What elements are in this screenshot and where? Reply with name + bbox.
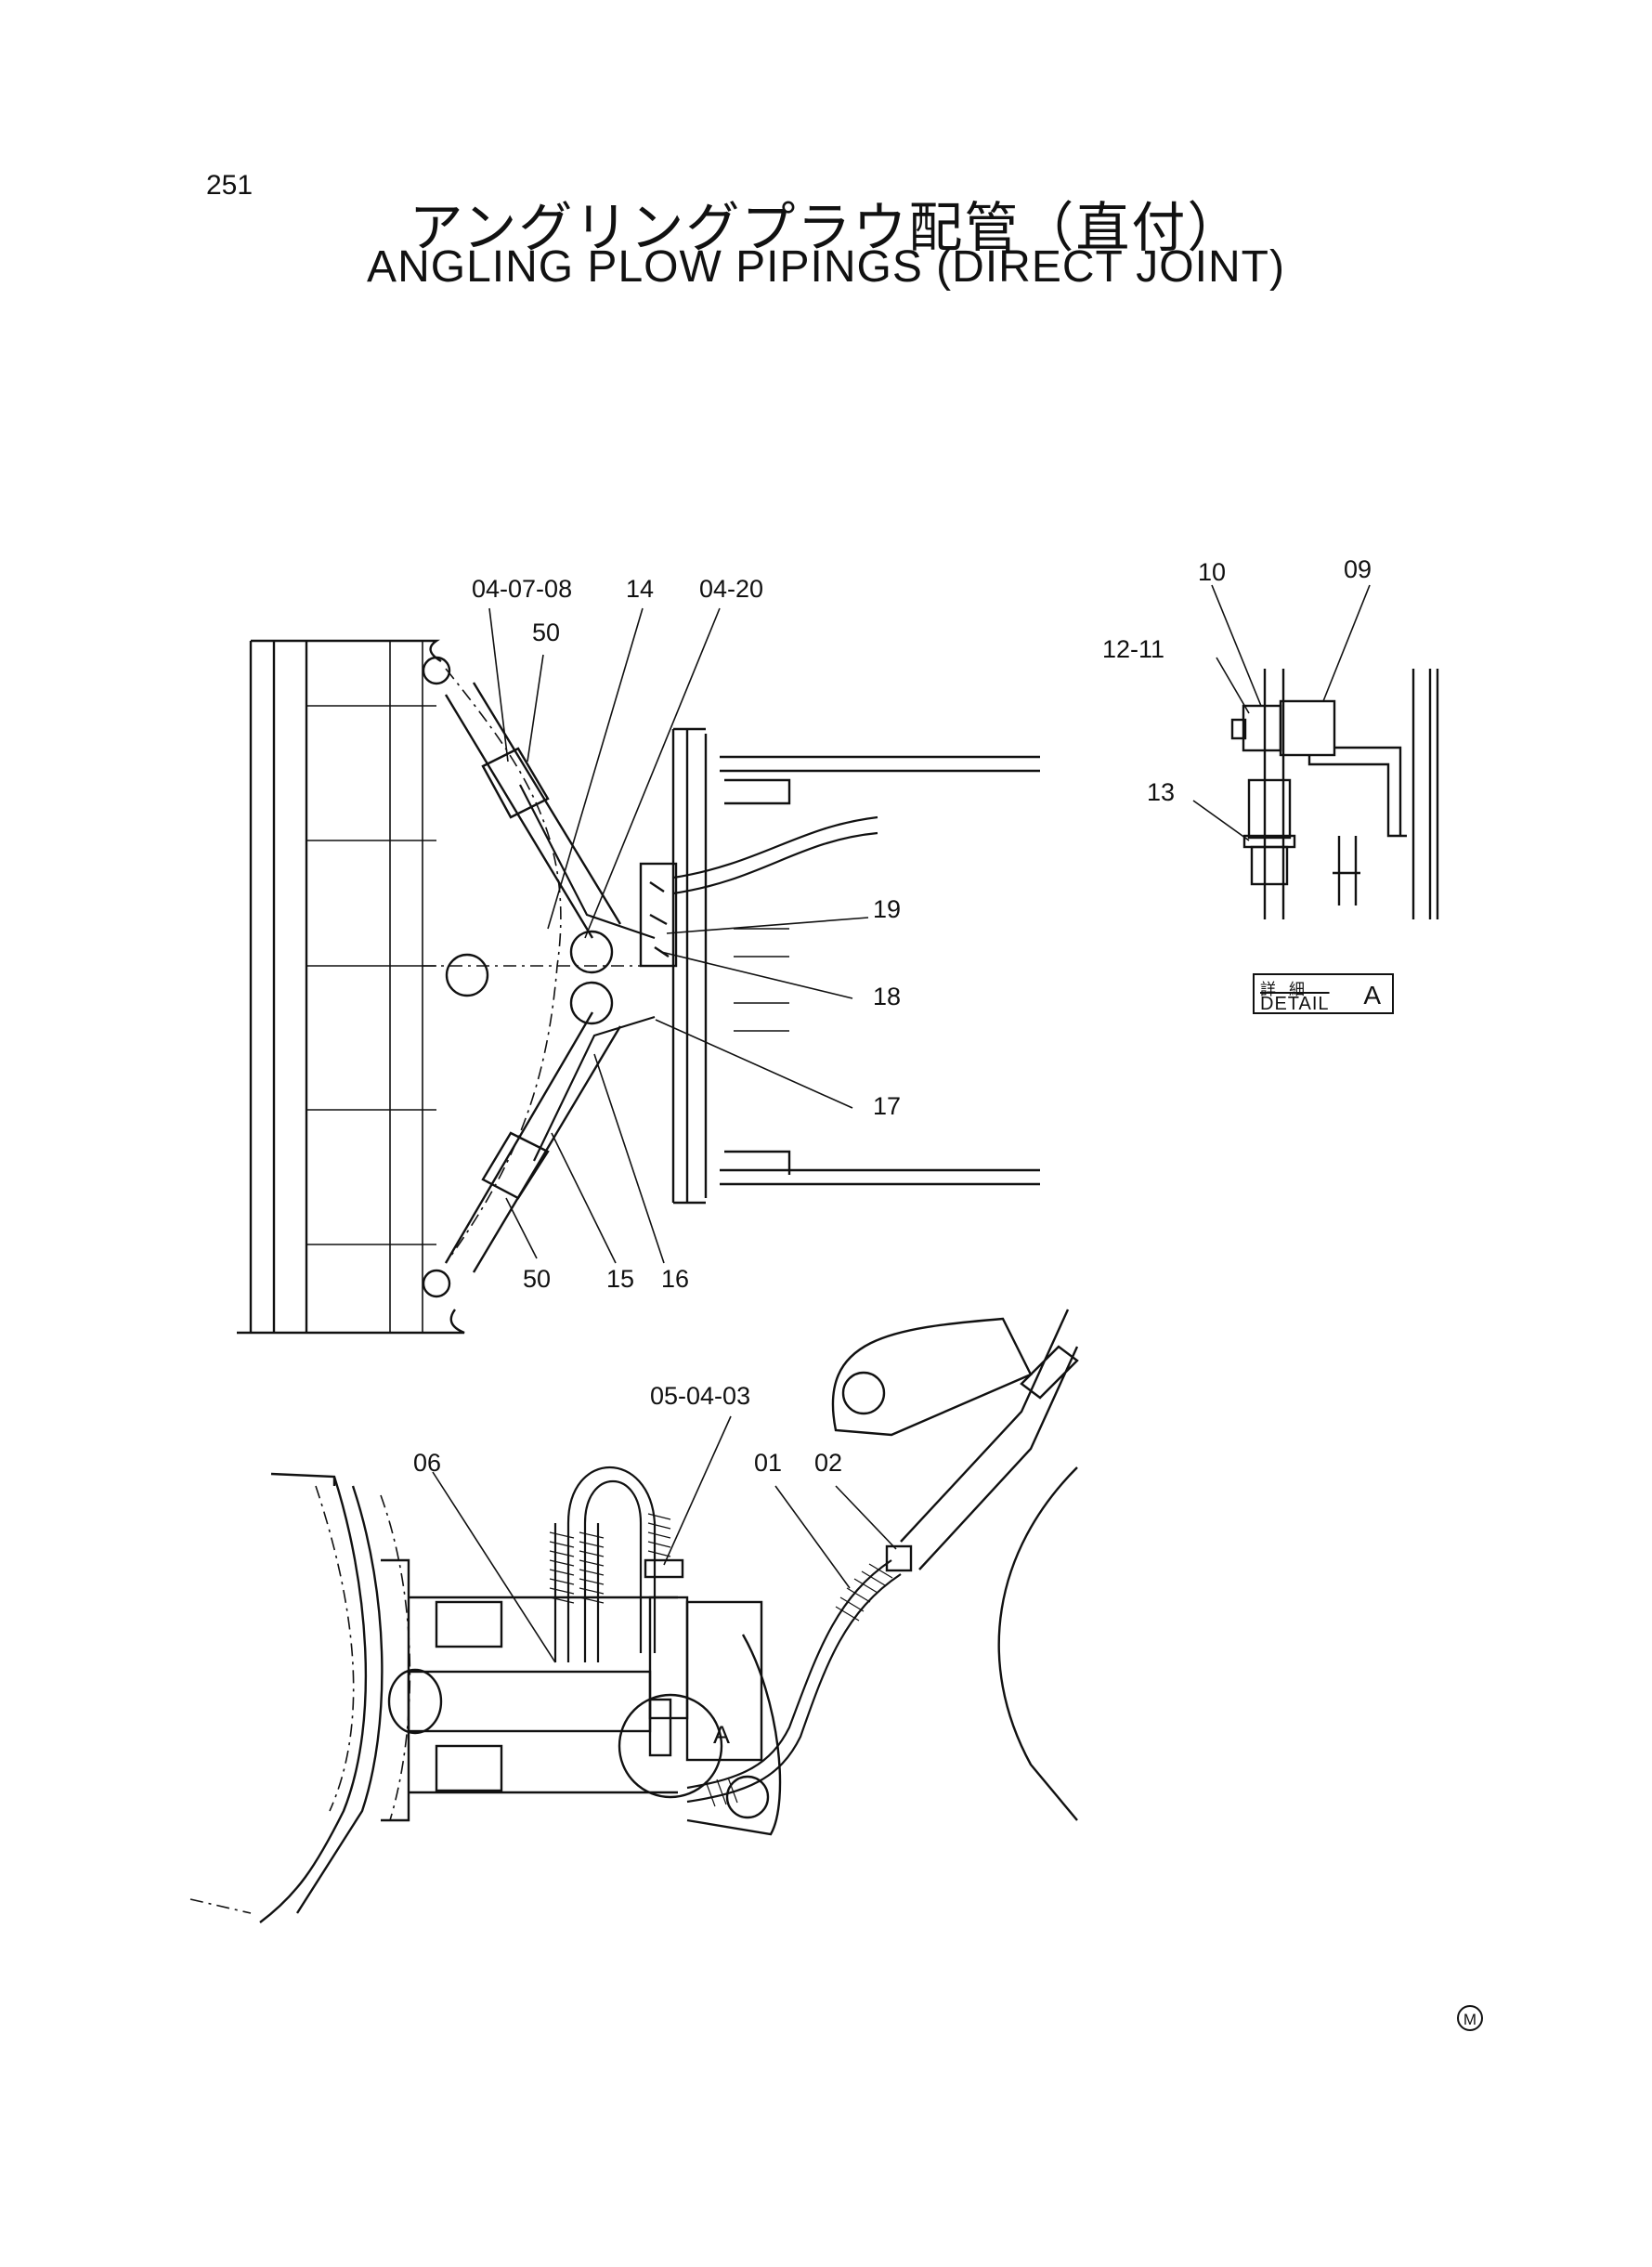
side-blade-edges — [315, 1485, 411, 1821]
callout-a: A — [713, 1721, 730, 1749]
title-japanese: アングリングプラウ配管（直付） — [409, 196, 1243, 259]
tube-14 — [519, 784, 656, 940]
spring-guard-05 — [647, 1513, 671, 1557]
corner-circled-mark: M — [1457, 2005, 1483, 2031]
detail-a-bolt-head — [1230, 718, 1247, 740]
lift-pivot — [841, 1371, 886, 1415]
detail-a-fitting-inside — [648, 1698, 672, 1757]
fitting-block — [639, 862, 678, 968]
push-arm-lower — [720, 1150, 1040, 1186]
callout-13: 13 — [1147, 778, 1175, 806]
detail-a-fitting — [1250, 845, 1289, 886]
callout-09: 09 — [1344, 555, 1372, 583]
detail-a-pipe-vertical — [1263, 669, 1285, 919]
detail-a-circle — [618, 1693, 723, 1799]
detail-label-japanese: 詳細 — [1260, 981, 1318, 999]
detail-a-label: 詳細 DETAIL A — [1253, 973, 1394, 1014]
upper-cylinder-rod-end — [569, 930, 614, 974]
supply-hose-upper — [672, 815, 878, 895]
side-view-assembly — [189, 1309, 1079, 1923]
angling-cylinder-body — [407, 1670, 652, 1733]
callout-06: 06 — [413, 1449, 441, 1477]
push-arm-upper — [720, 755, 1040, 805]
callout-18: 18 — [873, 983, 901, 1010]
top-view-leaders — [488, 607, 869, 1264]
clamp-05-04-03 — [644, 1558, 684, 1579]
lower-pin — [422, 1269, 451, 1298]
callout-15: 15 — [606, 1265, 634, 1293]
callout-19: 19 — [873, 895, 901, 923]
callout-10: 10 — [1198, 558, 1226, 586]
lower-cylinder-rod-end — [569, 981, 614, 1025]
blade-ribs — [306, 641, 436, 1333]
spring-guard-01 — [705, 1563, 893, 1807]
hose-clamp-bracket — [734, 928, 789, 1032]
callout-16: 16 — [661, 1265, 689, 1293]
ground-reference-line — [189, 1898, 252, 1914]
fittings-18-19 — [649, 881, 670, 958]
frame-lower-curve — [686, 1634, 782, 1836]
title-english: ANGLING PLOW PIPINGS (DIRECT JOINT) — [367, 242, 1285, 292]
side-blade — [259, 1472, 384, 1923]
tube-15 — [533, 1015, 656, 1162]
hose-u-loop — [566, 1466, 657, 1653]
detail-letter: A — [1363, 981, 1381, 1010]
cylinder-mount-lower — [435, 1744, 503, 1792]
upper-pin — [422, 656, 451, 685]
callout-01: 01 — [754, 1449, 782, 1477]
push-frame — [671, 727, 708, 1205]
detail-a-frame — [1411, 669, 1439, 919]
lower-pivot — [725, 1775, 770, 1819]
fitting-02 — [885, 1544, 913, 1572]
top-view-assembly — [237, 639, 1040, 1335]
callout-12-11: 12-11 — [1102, 635, 1164, 663]
cylinder-end-cap — [387, 1668, 443, 1735]
callout-04-07-08: 04-07-08 — [472, 575, 572, 603]
blade-front-edge — [249, 639, 442, 1333]
blade-bottom-edge — [237, 1309, 465, 1335]
callout-17: 17 — [873, 1092, 901, 1120]
spring-guard-06 — [549, 1531, 605, 1604]
cylinder-mount-upper — [435, 1600, 503, 1648]
callout-02: 02 — [814, 1449, 842, 1477]
page-number: 251 — [206, 170, 254, 201]
push-arm — [900, 1309, 1079, 1570]
side-view-leaders — [432, 1415, 897, 1663]
callout-50-bottom: 50 — [523, 1265, 551, 1293]
lower-angling-cylinder — [444, 1011, 622, 1273]
hose-01 — [686, 1559, 902, 1804]
blade-construction-lines — [423, 668, 669, 1264]
detail-a-clamp-block — [1279, 699, 1336, 757]
callout-14: 14 — [626, 575, 654, 603]
callout-04-20: 04-20 — [699, 575, 763, 603]
upper-lift-bracket — [831, 1317, 1033, 1437]
detail-a-drawing — [1192, 584, 1439, 919]
detail-a-bracket — [1307, 746, 1407, 905]
callout-50-top: 50 — [532, 619, 560, 646]
track-wheel — [997, 1466, 1078, 1821]
detail-label-english: DETAIL — [1260, 994, 1330, 1014]
callout-05-04-03: 05-04-03 — [650, 1382, 750, 1410]
frame-bracket — [685, 1600, 763, 1762]
center-pivot — [445, 953, 489, 997]
detail-a-sleeve — [1247, 778, 1292, 840]
